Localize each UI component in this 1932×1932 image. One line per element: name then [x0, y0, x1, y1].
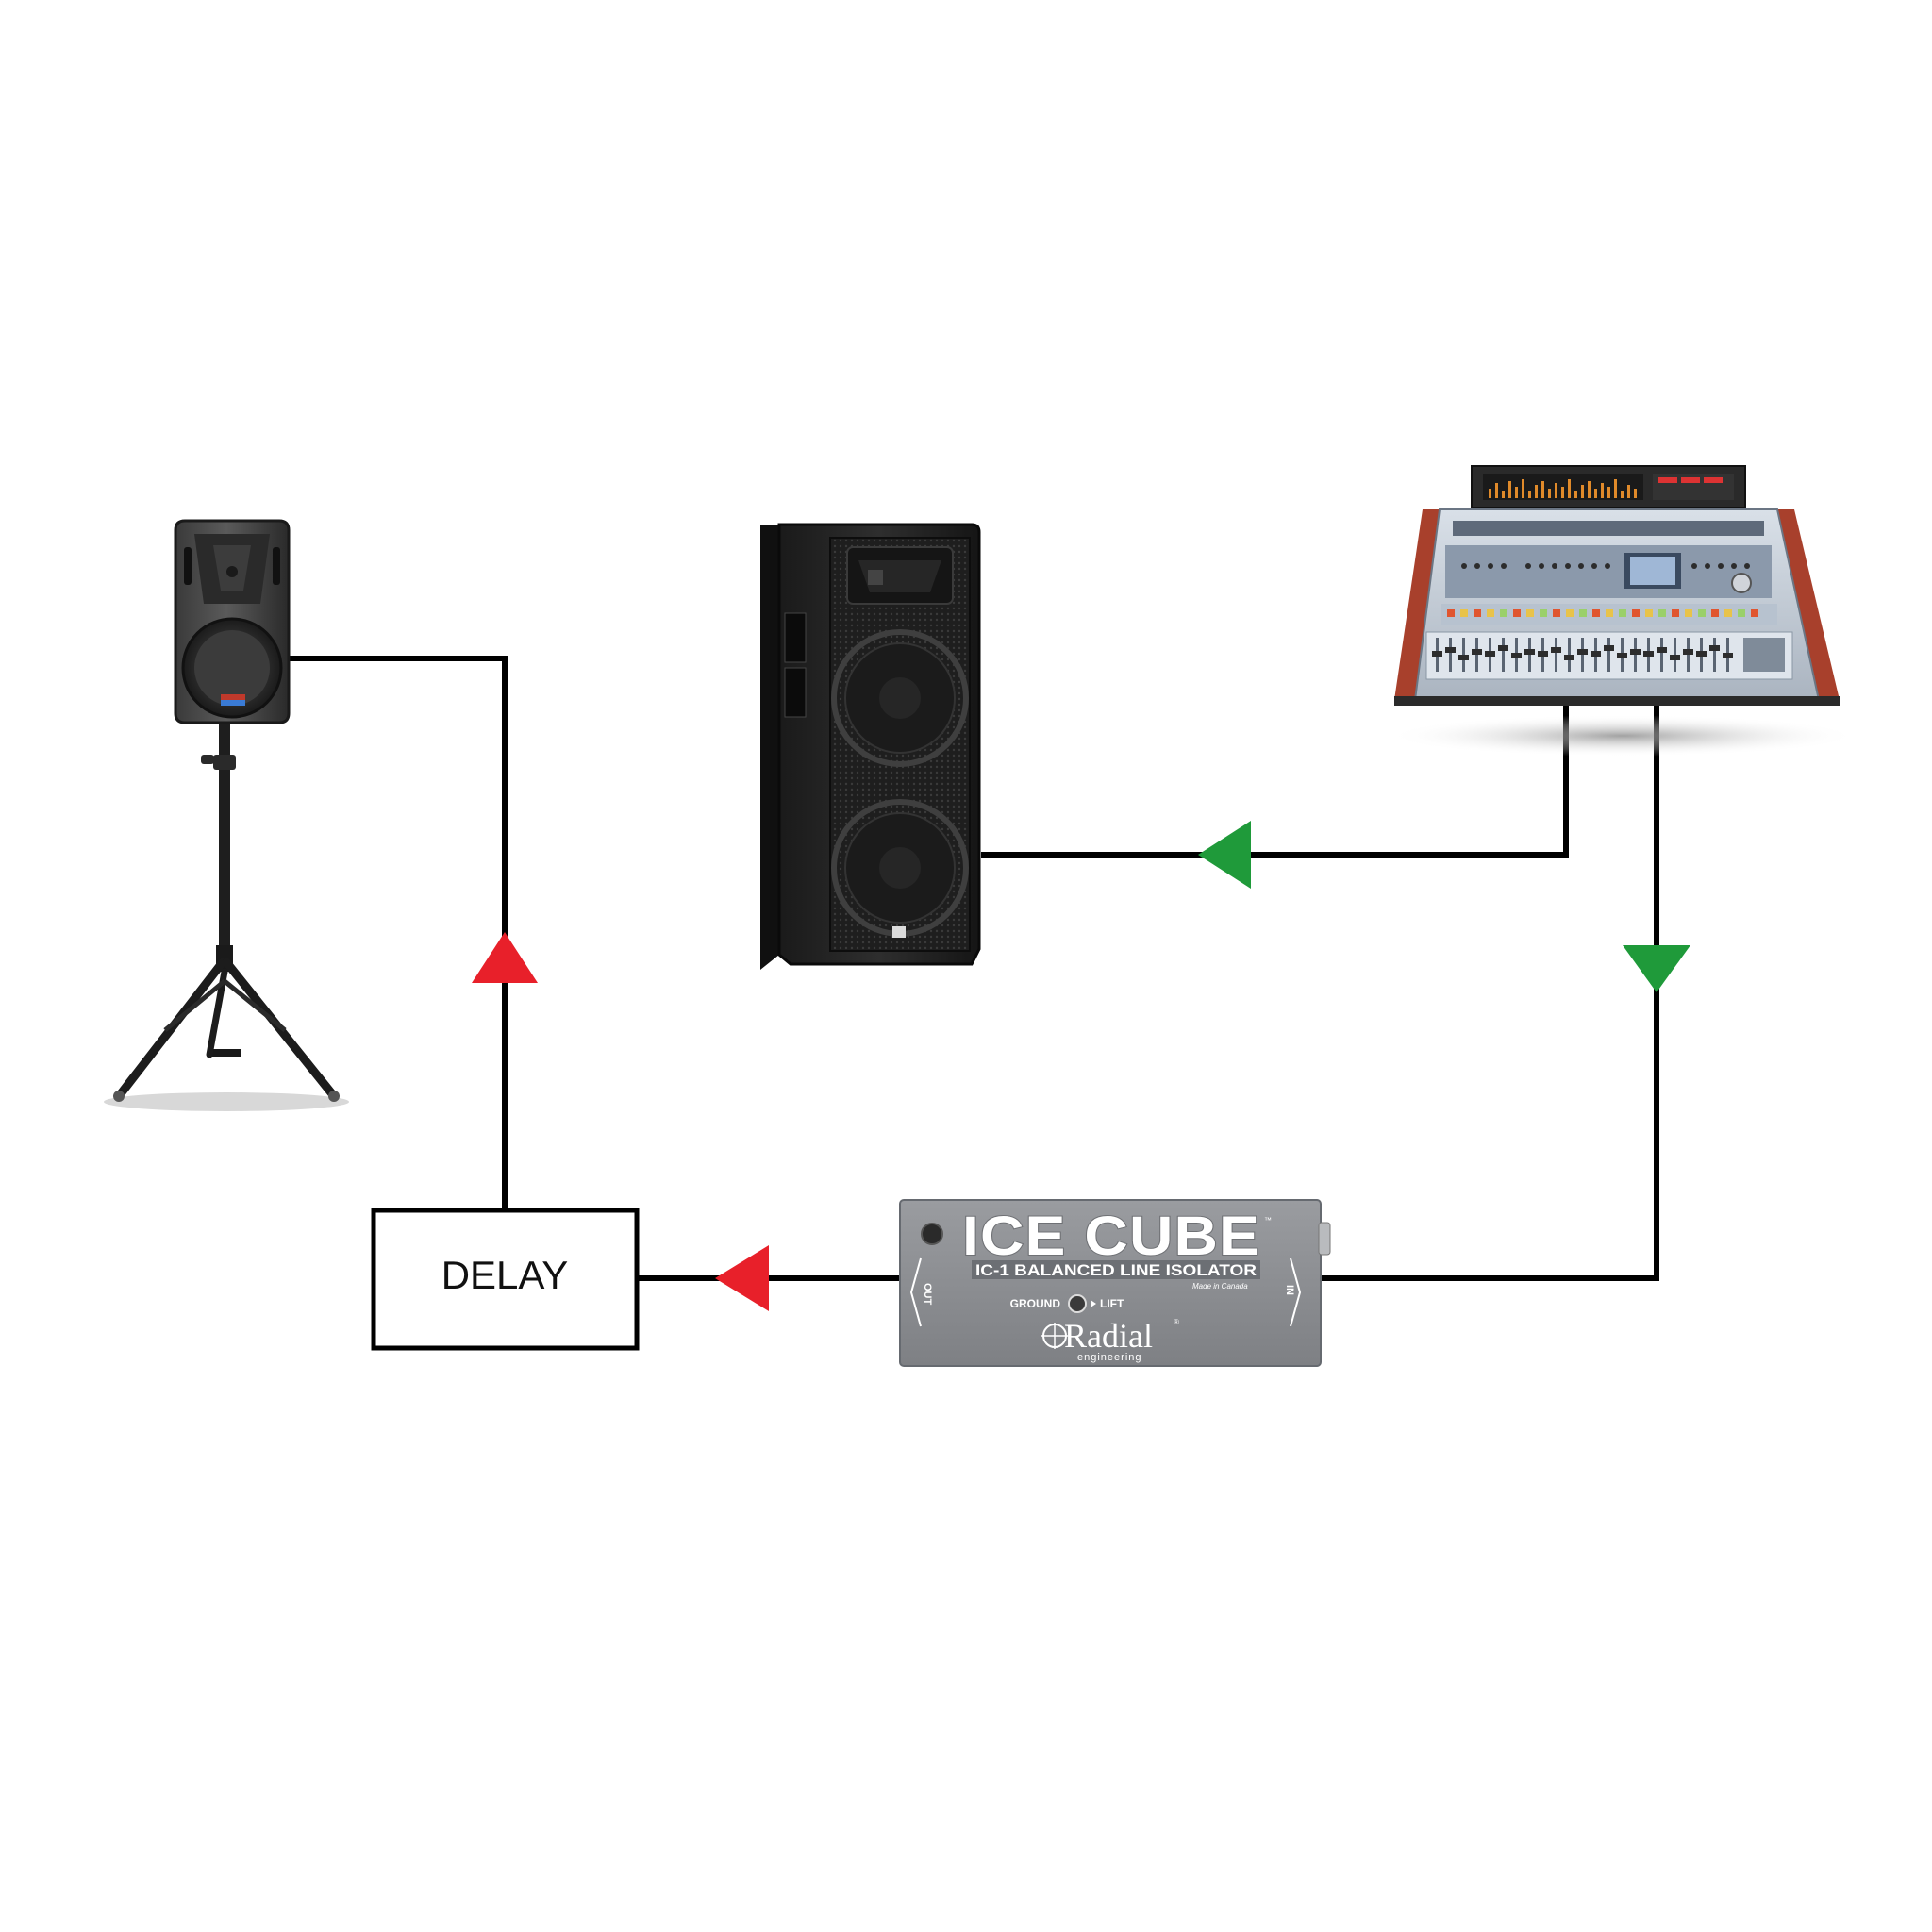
green-arrow-down-icon — [1623, 945, 1690, 992]
switch-label-lift: LIFT — [1100, 1297, 1124, 1310]
wire-console-to-isolator — [1321, 704, 1659, 1281]
signal-arrows — [472, 821, 1690, 1311]
ground-lift-switch[interactable] — [1068, 1294, 1087, 1313]
green-arrow-left-icon — [1198, 821, 1251, 889]
console-buttons — [1447, 609, 1758, 617]
out-label: OUT — [922, 1283, 933, 1306]
maker-name: Radial — [1064, 1317, 1153, 1355]
delay-label: DELAY — [441, 1253, 569, 1297]
red-arrow-left-icon — [715, 1245, 769, 1311]
in-label: IN — [1284, 1285, 1295, 1295]
isolator-title: ICE CUBE — [962, 1206, 1260, 1267]
isolator-model-line: IC-1 BALANCED LINE ISOLATOR — [975, 1261, 1257, 1279]
screw-icon — [921, 1223, 943, 1245]
balanced-line-isolator-icon: ICE CUBE ™ IC-1 BALANCED LINE ISOLATOR M… — [899, 1199, 1331, 1367]
maker-sub: engineering — [1077, 1352, 1142, 1363]
isolator-trademark: ™ — [1264, 1216, 1272, 1224]
in-jack-marker: IN — [1284, 1257, 1302, 1327]
isolator-made-in: Made in Canada — [1192, 1282, 1248, 1291]
mixing-console-icon — [1387, 465, 1858, 757]
red-arrow-up-icon — [472, 932, 538, 983]
out-jack-marker: OUT — [909, 1257, 933, 1327]
maker-mark: ® — [1174, 1318, 1179, 1326]
powered-speaker-on-stand-icon — [104, 519, 349, 1111]
console-knobs — [1461, 563, 1750, 569]
switch-label-ground: GROUND — [1010, 1297, 1061, 1310]
switch-pointer-icon — [1091, 1300, 1096, 1307]
delay-box: DELAY — [371, 1208, 640, 1351]
wire-delay-to-stand-speaker — [289, 656, 508, 1210]
meter-bars — [1489, 479, 1637, 498]
two-way-pa-cabinet-icon — [760, 523, 981, 970]
